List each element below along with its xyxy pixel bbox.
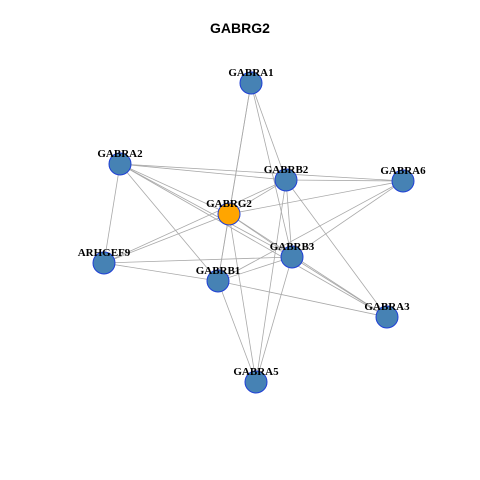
edge-gabrb2-gabra5	[255, 179, 287, 383]
node-gabra5[interactable]: GABRA5	[233, 366, 279, 394]
edge-gabrb2-gabra6	[285, 179, 404, 182]
node-label-gabrb2: GABRB2	[264, 164, 309, 176]
edge-gabrg2-gabra3	[228, 213, 388, 318]
node-circle-gabra3[interactable]	[375, 305, 399, 329]
node-label-gabra2: GABRA2	[97, 148, 143, 160]
node-gabra2[interactable]: GABRA2	[97, 148, 143, 176]
edge-gabra2-gabrb2	[119, 163, 287, 181]
node-circle-gabrb2[interactable]	[274, 168, 298, 192]
node-label-gabra1: GABRA1	[228, 67, 273, 79]
node-circle-gabra6[interactable]	[391, 169, 415, 193]
edge-gabrg2-arhgef9	[103, 213, 230, 264]
node-circle-gabra2[interactable]	[108, 152, 132, 176]
edge-gabra2-gabrb1	[119, 163, 219, 282]
node-gabra6[interactable]: GABRA6	[380, 165, 426, 193]
edge-gabra2-gabra3	[119, 163, 388, 318]
node-arhgef9[interactable]: ARHGEF9	[78, 247, 131, 275]
node-circle-gabra1[interactable]	[239, 71, 263, 95]
edge-gabra6-gabrb1	[217, 180, 404, 282]
edge-gabrb3-gabrb1	[217, 256, 293, 282]
edge-gabra1-gabrb2	[250, 82, 287, 181]
edge-arhgef9-gabrb1	[103, 262, 219, 282]
edge-gabrg2-gabra5	[228, 213, 257, 383]
node-label-gabrg2: GABRG2	[206, 198, 252, 210]
node-label-arhgef9: ARHGEF9	[78, 247, 131, 259]
node-gabrg2[interactable]: GABRG2	[206, 198, 252, 226]
node-circle-gabrb3[interactable]	[280, 245, 304, 269]
node-gabrb2[interactable]: GABRB2	[264, 164, 309, 192]
node-label-gabrb3: GABRB3	[270, 241, 315, 253]
node-label-gabra5: GABRA5	[233, 366, 279, 378]
node-gabrb1[interactable]: GABRB1	[196, 265, 241, 293]
edge-gabra6-gabrg2	[228, 180, 404, 215]
node-gabra1[interactable]: GABRA1	[228, 67, 274, 95]
node-circle-gabrb1[interactable]	[206, 269, 230, 293]
node-gabra3[interactable]: GABRA3	[364, 301, 410, 329]
edge-gabrb1-gabra5	[217, 280, 257, 383]
edge-gabrb1-gabra3	[217, 280, 388, 318]
edge-gabrb3-gabra5	[255, 256, 293, 383]
edge-gabra2-arhgef9	[103, 163, 121, 264]
edge-arhgef9-gabrb3	[103, 256, 293, 264]
edge-gabrb2-gabrb3	[285, 179, 293, 258]
node-label-gabra3: GABRA3	[364, 301, 410, 313]
edge-gabra2-gabrg2	[119, 163, 230, 215]
edge-gabrb3-gabra3	[291, 256, 388, 318]
node-label-gabra6: GABRA6	[380, 165, 426, 177]
edge-gabra2-gabra6	[119, 163, 404, 182]
node-label-gabrb1: GABRB1	[196, 265, 241, 277]
node-circle-gabra5[interactable]	[244, 370, 268, 394]
edge-gabrb2-gabra3	[285, 179, 388, 318]
node-circle-arhgef9[interactable]	[92, 251, 116, 275]
edge-gabra6-gabrb3	[291, 180, 404, 258]
node-gabrb3[interactable]: GABRB3	[270, 241, 315, 269]
edge-gabra1-gabrb3	[250, 82, 293, 258]
edge-gabra2-gabrb3	[119, 163, 293, 258]
edge-gabrb2-arhgef9	[103, 179, 287, 264]
edge-layer	[103, 82, 404, 383]
node-circle-gabrg2[interactable]	[217, 202, 241, 226]
graph-title: GABRG2	[210, 20, 270, 36]
